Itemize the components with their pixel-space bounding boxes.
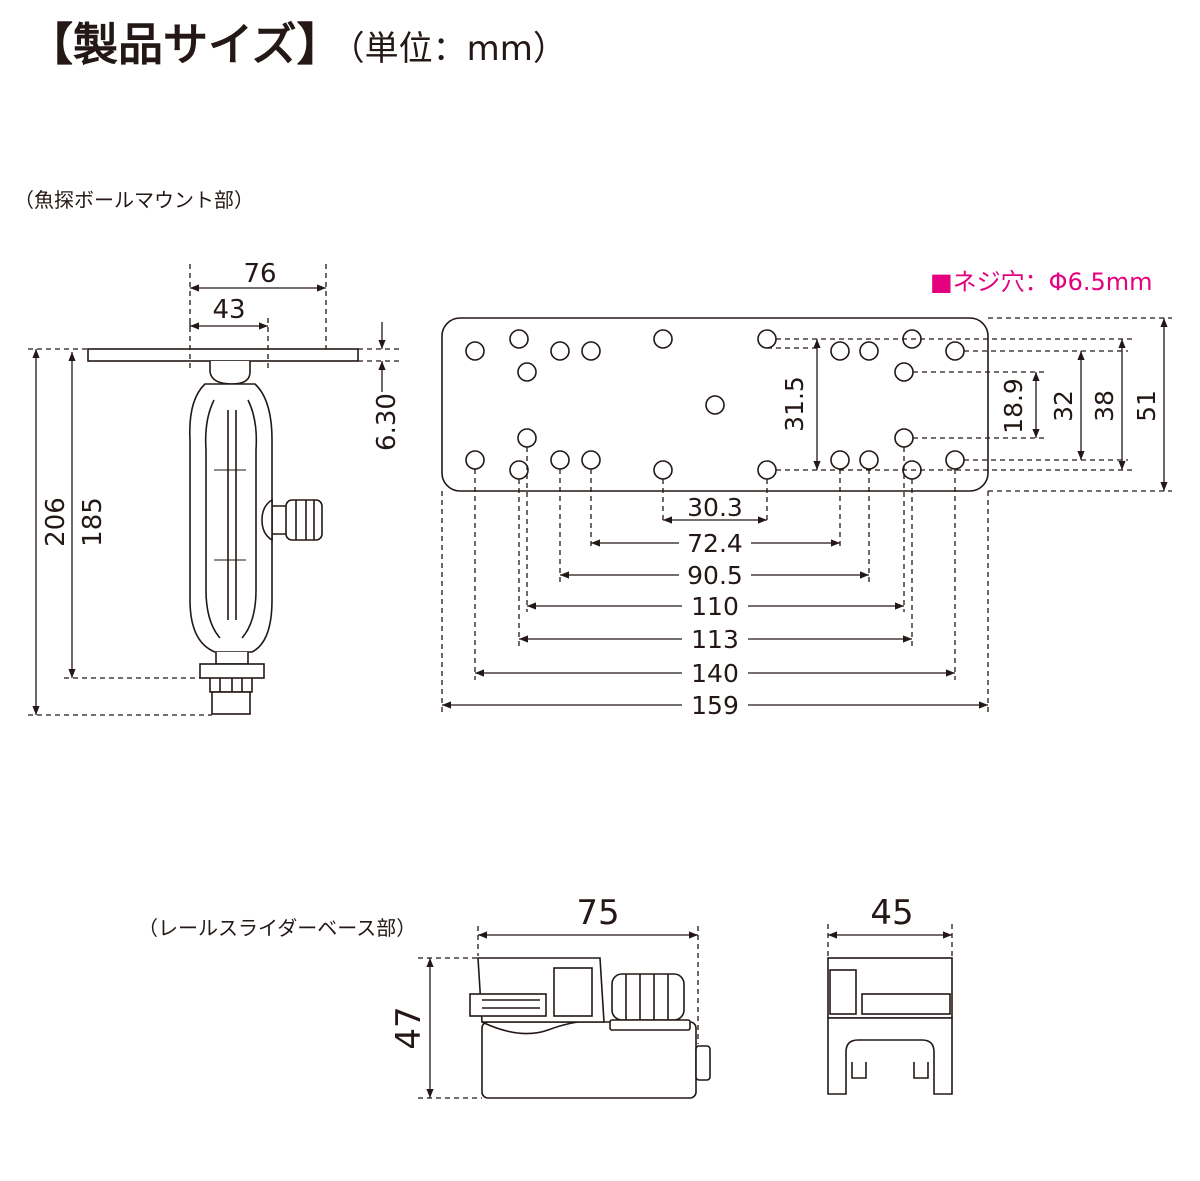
dim-32: 32 bbox=[1049, 390, 1078, 422]
dim-110: 110 bbox=[691, 592, 739, 621]
dim-30-3: 30.3 bbox=[687, 493, 743, 522]
screw-hole bbox=[894, 362, 914, 382]
screw-hole bbox=[517, 428, 537, 448]
rail-base-clip bbox=[469, 993, 547, 1017]
dim-72-4: 72.4 bbox=[687, 529, 743, 558]
rail-base-side-dim-labels: 75 47 bbox=[389, 893, 620, 1050]
dim-75: 75 bbox=[576, 893, 619, 933]
rail-base-slot bbox=[553, 967, 593, 1017]
rail-base-front-drawing bbox=[827, 957, 953, 1095]
mount-plate-dim-labels: 30.3 72.4 90.5 110 113 140 159 31.5 18.9… bbox=[679, 376, 1161, 720]
dim-18-9: 18.9 bbox=[999, 378, 1028, 434]
dim-43: 43 bbox=[212, 295, 245, 325]
mount-knob bbox=[285, 499, 323, 541]
ball-mount-section-label: （魚探ボールマウント部） bbox=[14, 188, 254, 212]
rail-base-section-label: （レールスライダーベース部） bbox=[138, 916, 417, 940]
screw-hole bbox=[757, 460, 777, 480]
screw-hole bbox=[509, 329, 529, 349]
ball-mount-dim-labels: 76 43 6.30 206 185 bbox=[41, 259, 402, 547]
screw-hole bbox=[945, 450, 965, 470]
screw-hole bbox=[757, 329, 777, 349]
mount-top-plate bbox=[87, 348, 359, 362]
screw-hole bbox=[830, 341, 850, 361]
screw-hole bbox=[465, 450, 485, 470]
mount-base-post bbox=[211, 691, 251, 715]
dim-159: 159 bbox=[691, 691, 739, 720]
title-main: 【製品サイズ】 bbox=[28, 18, 342, 71]
screw-hole bbox=[859, 341, 879, 361]
dim-31-5: 31.5 bbox=[780, 376, 809, 432]
screw-hole-legend: ■ネジ穴：Φ6.5mm bbox=[930, 268, 1153, 296]
screw-hole bbox=[550, 450, 570, 470]
rail-base-body bbox=[481, 1021, 697, 1099]
dim-113: 113 bbox=[691, 625, 739, 654]
screw-hole bbox=[550, 341, 570, 361]
rail-base-front-dimensions bbox=[827, 924, 953, 956]
dim-45: 45 bbox=[870, 893, 913, 933]
rail-base-knob bbox=[611, 973, 685, 1021]
screw-hole bbox=[465, 341, 485, 361]
screw-hole bbox=[581, 450, 601, 470]
screw-hole bbox=[830, 450, 850, 470]
rail-base-front-legs bbox=[827, 1017, 953, 1095]
screw-hole bbox=[705, 395, 725, 415]
mount-top-ball bbox=[209, 361, 251, 385]
mount-base-flange bbox=[199, 663, 265, 679]
screw-hole bbox=[653, 460, 673, 480]
dim-140: 140 bbox=[691, 659, 739, 688]
dim-6-30: 6.30 bbox=[372, 393, 402, 451]
screw-hole bbox=[517, 362, 537, 382]
ball-mount-dimensions bbox=[28, 264, 402, 716]
title-unit: （単位：mm） bbox=[347, 29, 567, 69]
screw-hole bbox=[509, 460, 529, 480]
dim-38: 38 bbox=[1090, 390, 1119, 422]
dim-90-5: 90.5 bbox=[687, 561, 743, 590]
mount-plate-holes bbox=[465, 329, 965, 480]
screw-hole bbox=[581, 341, 601, 361]
screw-hole bbox=[945, 341, 965, 361]
screw-hole bbox=[653, 329, 673, 349]
screw-hole bbox=[859, 450, 879, 470]
rail-base-side-drawing bbox=[469, 957, 711, 1099]
ball-mount-drawing bbox=[87, 348, 359, 715]
rail-base-front-dim-labels: 45 bbox=[870, 893, 913, 933]
mount-arm-body bbox=[188, 383, 273, 653]
dim-76: 76 bbox=[243, 259, 276, 289]
rail-base-side-dimensions bbox=[418, 926, 699, 1099]
dim-51: 51 bbox=[1132, 390, 1161, 422]
dim-47: 47 bbox=[389, 1006, 429, 1049]
dim-206: 206 bbox=[41, 497, 71, 547]
screw-hole bbox=[894, 428, 914, 448]
dim-185: 185 bbox=[78, 497, 108, 547]
page-title: 【製品サイズ】（単位：mm） bbox=[28, 22, 567, 67]
rail-base-front-clip bbox=[861, 993, 951, 1015]
